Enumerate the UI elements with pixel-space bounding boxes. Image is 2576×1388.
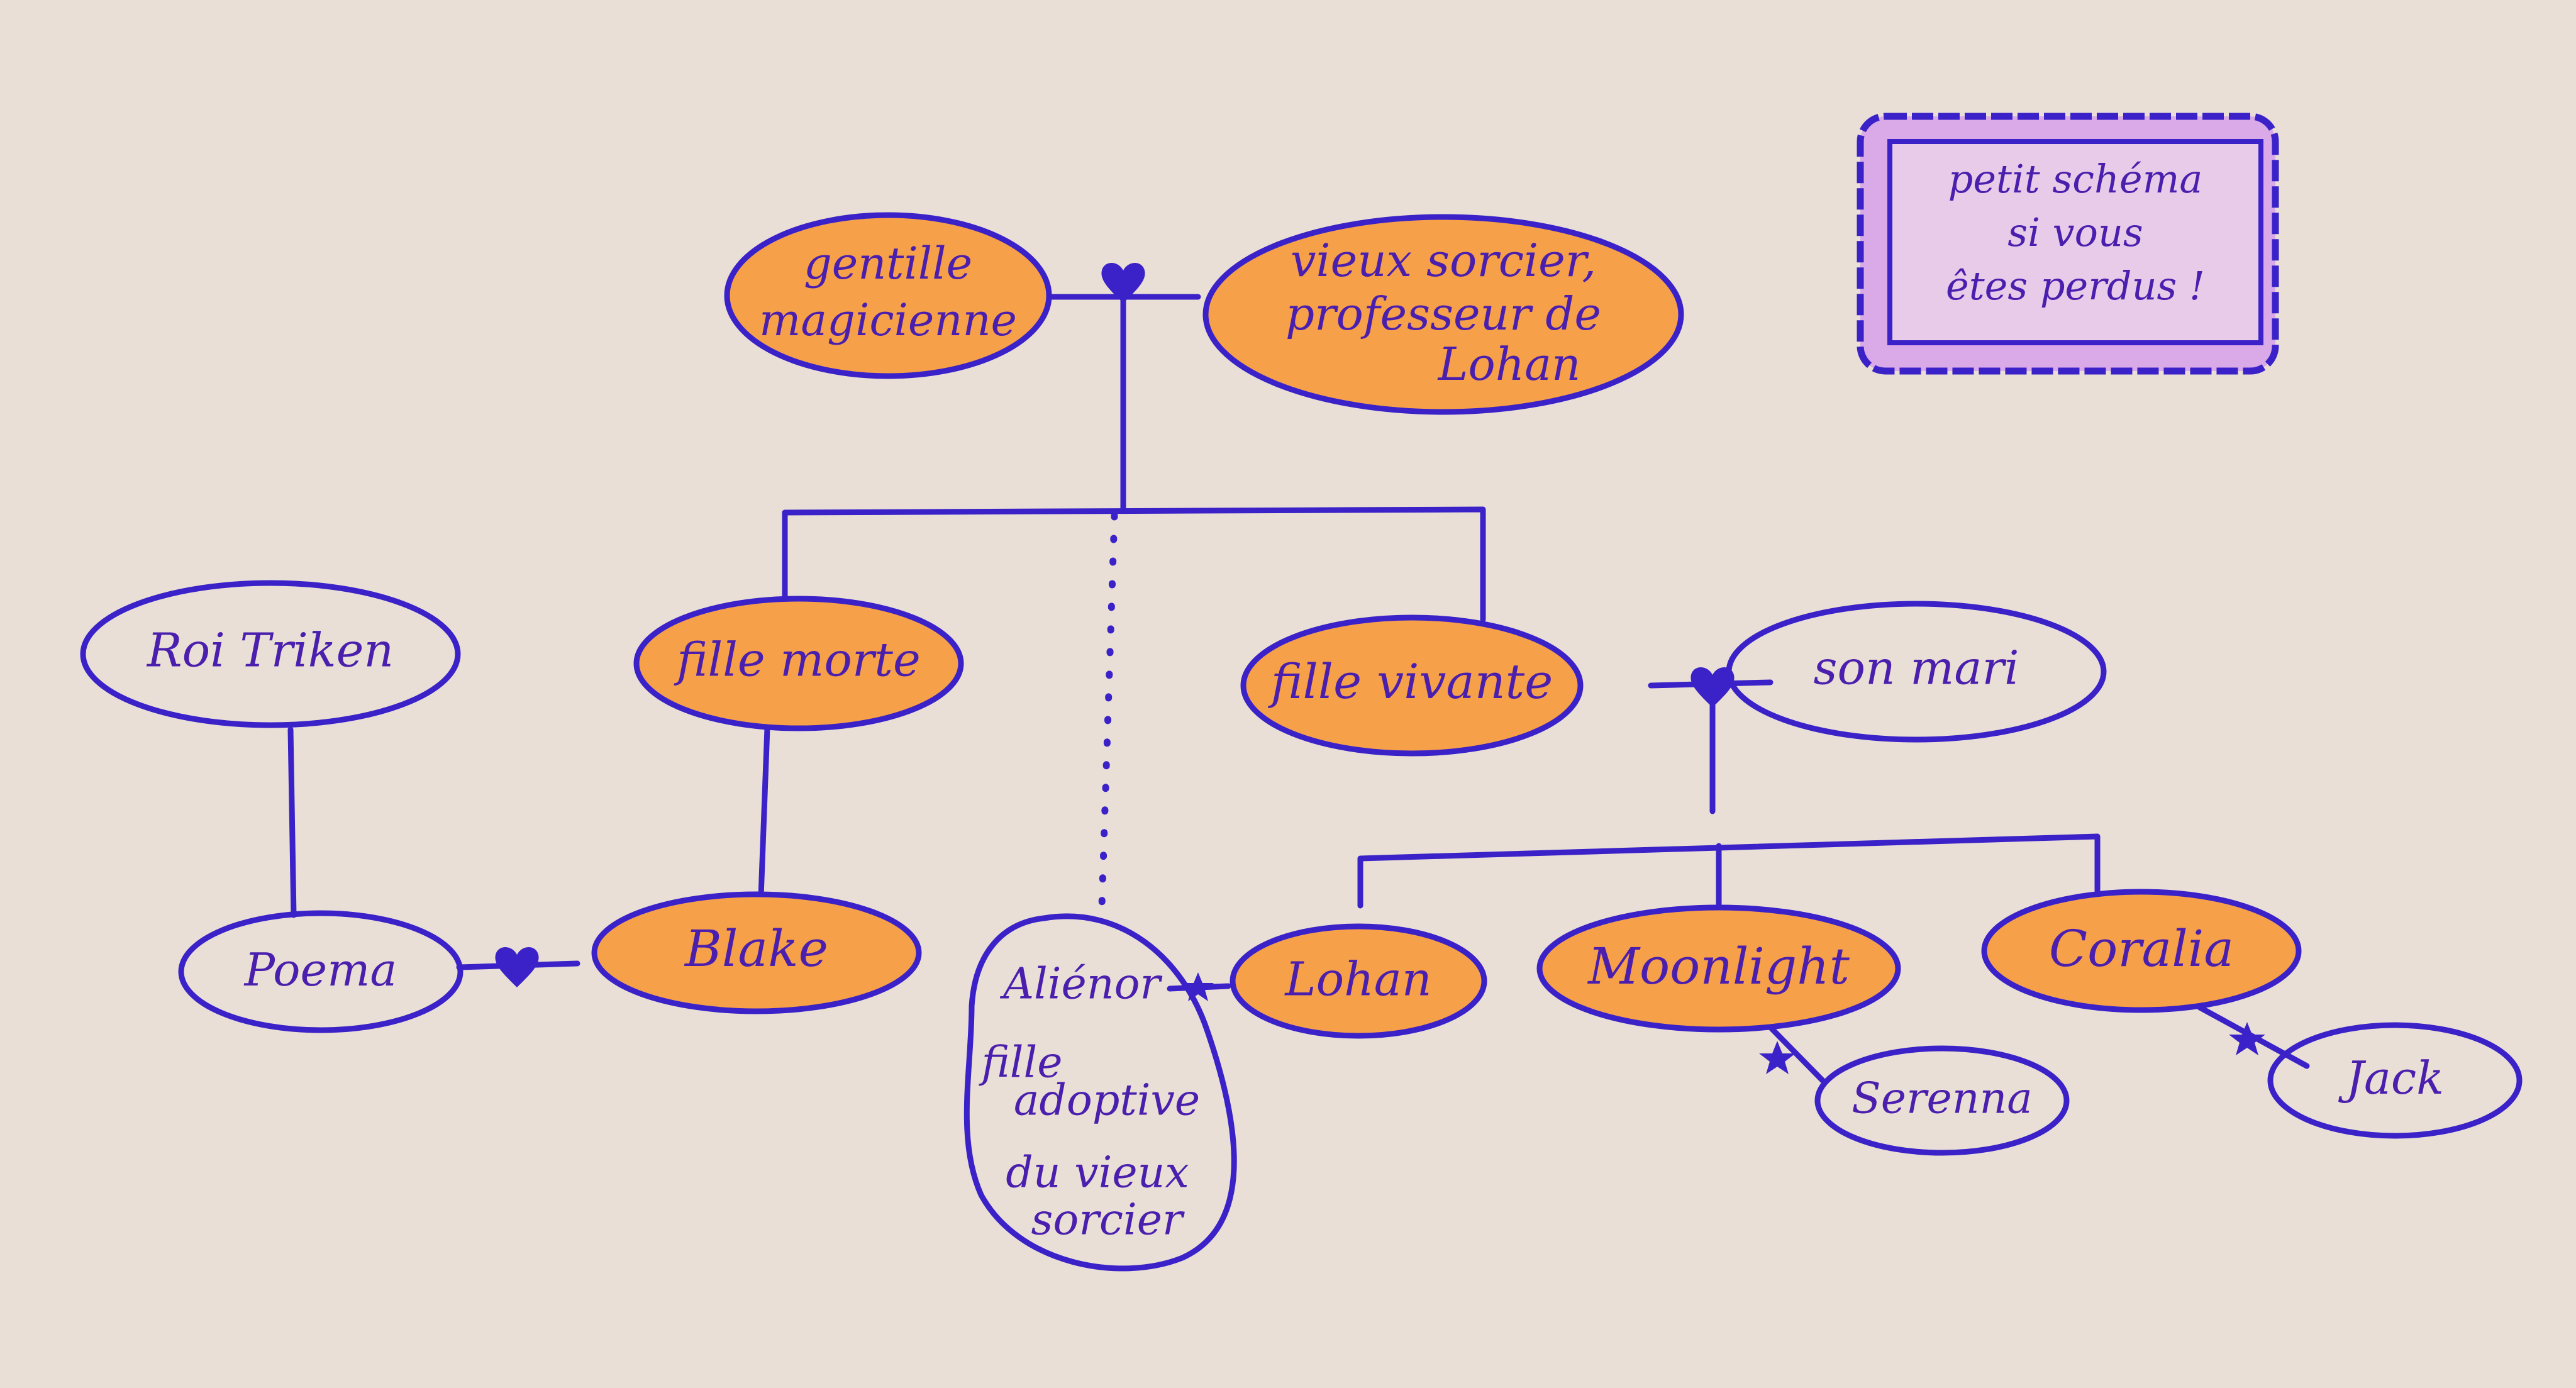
node-gentille-magicienne: gentille magicienne: [724, 212, 1052, 379]
node-blake: Blake: [591, 891, 922, 1014]
node-poema: Poema: [178, 910, 464, 1033]
note-line: êtes perdus !: [1946, 263, 2205, 309]
node-label: sorcier: [1031, 1196, 1185, 1245]
node-shape: [2267, 1022, 2523, 1139]
node-shape: [1726, 601, 2107, 743]
children-bar-parents: [782, 506, 1486, 623]
note-line: petit schéma: [1948, 156, 2203, 202]
line-roi-to-poema: [287, 726, 297, 918]
node-label: Moonlight: [1587, 937, 1850, 996]
node-label: Serenna: [1852, 1074, 2033, 1124]
node-shape: [178, 910, 464, 1033]
node-serenna: Serenna: [1814, 1045, 2070, 1156]
node-shape: [591, 891, 922, 1014]
heart-icon: [1101, 263, 1145, 303]
star-icon: [1759, 1041, 1796, 1074]
node-label: adoptive: [1014, 1076, 1200, 1126]
node-label: fille vivante: [1268, 653, 1553, 709]
node-label: Roi Triken: [146, 623, 394, 677]
note-line: si vous: [2007, 209, 2143, 255]
node-fille-morte: fille morte: [633, 596, 964, 731]
node-vieux-sorcier: vieux sorcier, professeur de Lohan: [1202, 214, 1684, 415]
adoption-dotted-line: [1098, 512, 1118, 909]
node-lohan: Lohan: [1230, 923, 1487, 1039]
node-label: du vieux: [1006, 1148, 1189, 1198]
symbols: [495, 263, 2265, 1074]
line-morte-to-blake: [758, 725, 770, 899]
node-label: Poema: [243, 943, 397, 996]
node-shape: [1814, 1045, 2070, 1156]
node-son-mari: son mari: [1726, 601, 2107, 743]
node-shape: [1240, 614, 1584, 757]
node-shape: [1981, 889, 2302, 1013]
children-bar-vivante: [1357, 833, 2101, 912]
node-shape: [724, 212, 1052, 379]
node-fille-vivante: fille vivante: [1240, 614, 1584, 757]
node-label: fille morte: [674, 633, 921, 687]
note-inner-frame: [1887, 139, 2263, 345]
node-label: son mari: [1813, 641, 2019, 695]
node-label: fille: [978, 1038, 1062, 1088]
node-moonlight: Moonlight: [1536, 904, 1901, 1033]
node-label: magicienne: [759, 294, 1017, 346]
node-shape: [633, 596, 964, 731]
heart-icon: [495, 947, 539, 987]
node-label: Blake: [684, 919, 828, 978]
node-label: Lohan: [1284, 952, 1431, 1006]
node-shape: [1536, 904, 1901, 1033]
star-icon: [2229, 1022, 2265, 1055]
heart-icon: [1690, 667, 1735, 708]
node-label: vieux sorcier,: [1291, 234, 1596, 287]
node-roi-triken: Roi Triken: [80, 580, 461, 728]
node-label: professeur de: [1285, 287, 1601, 340]
node-label: gentille: [804, 238, 972, 289]
node-shape: [1230, 923, 1487, 1039]
node-shape: [963, 913, 1237, 1272]
node-shape: [1202, 214, 1684, 415]
node-label: Jack: [2338, 1052, 2444, 1104]
node-jack: Jack: [2267, 1022, 2523, 1139]
node-label: Coralia: [2049, 919, 2234, 978]
note-box: petit schéma si vous êtes perdus !: [1857, 113, 2279, 375]
node-label: Lohan: [1437, 338, 1581, 391]
node-shape: [80, 580, 461, 728]
node-coralia: Coralia: [1981, 889, 2302, 1013]
node-alienor: Aliénor fille adoptive du vieux sorcier: [963, 913, 1237, 1272]
node-label: Aliénor: [999, 960, 1163, 1009]
